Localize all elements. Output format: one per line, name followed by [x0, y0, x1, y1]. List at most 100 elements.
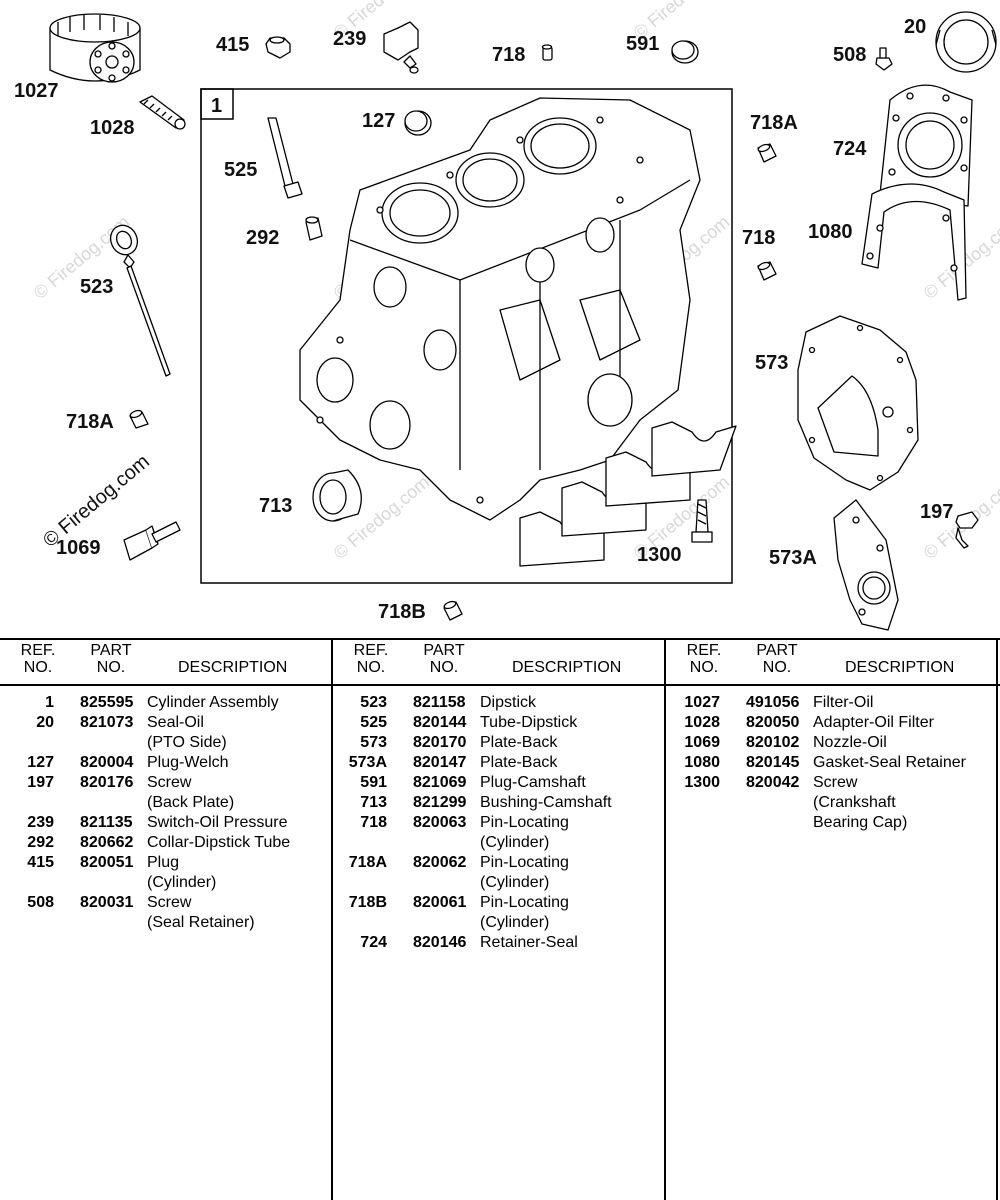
locating-pin-a-drawing — [757, 143, 777, 163]
part-description: (Cylinder) — [147, 874, 217, 891]
part-description: Plate-Back — [480, 754, 558, 771]
part-number: 820146 — [413, 934, 467, 951]
callout-523: 523 — [80, 276, 113, 298]
part-number: 820176 — [80, 774, 134, 791]
table-row: (Cylinder) — [333, 833, 666, 853]
part-description: Pin-Locating — [480, 814, 569, 831]
part-description: Retainer-Seal — [480, 934, 578, 951]
locating-pin-a-drawing — [129, 409, 149, 429]
part-description: Nozzle-Oil — [813, 734, 887, 751]
oil-seal-drawing — [935, 11, 997, 73]
header-text: NO. — [689, 659, 719, 676]
callout-20: 20 — [904, 16, 926, 38]
callout-718a: 718A — [750, 112, 798, 134]
cylinder-block-drawing — [299, 97, 701, 521]
part-description: Screw — [813, 774, 858, 791]
part-description: (Seal Retainer) — [147, 914, 255, 931]
back-plate-a-drawing — [833, 499, 899, 631]
table-row: (Cylinder) — [0, 873, 333, 893]
part-description: Screw — [147, 894, 192, 911]
part-description: Seal-Oil — [147, 714, 204, 731]
camshaft-plug-drawing — [671, 40, 699, 64]
camshaft-bushing-drawing — [312, 469, 362, 522]
header-text: REF. — [20, 642, 56, 659]
part-number: 820050 — [746, 714, 800, 731]
ref-number: 20 — [36, 714, 54, 731]
ref-number: 573 — [360, 734, 387, 751]
ref-number: 1028 — [684, 714, 720, 731]
header-text: PART — [423, 642, 465, 659]
header-ref-no: REF. NO. — [684, 642, 724, 676]
callout-508: 508 — [833, 44, 866, 66]
part-description: Bearing Cap) — [813, 814, 908, 831]
part-number: 820031 — [80, 894, 134, 911]
callout-labels: 1027 1028 415 239 718 591 508 20 1 127 5… — [14, 16, 953, 623]
callout-573a: 573A — [769, 547, 817, 569]
callout-1300: 1300 — [637, 544, 682, 566]
part-description: Plug-Camshaft — [480, 774, 586, 791]
callout-718: 718 — [492, 44, 525, 66]
back-plate-screw-drawing — [955, 511, 979, 549]
ref-number: 573A — [348, 754, 387, 771]
table-row: (Cylinder) — [333, 873, 666, 893]
header-part-no: PART NO. — [86, 642, 136, 676]
ref-number: 1080 — [684, 754, 720, 771]
part-number: 820062 — [413, 854, 467, 871]
table-row: (Cylinder) — [333, 913, 666, 933]
table-row: 591 821069 Plug-Camshaft — [333, 773, 666, 793]
table-header-divider — [0, 684, 1000, 686]
part-number: 820004 — [80, 754, 134, 771]
ref-number: 508 — [27, 894, 54, 911]
callout-1080: 1080 — [808, 221, 853, 243]
cylinder-assembly-frame — [200, 88, 733, 584]
locating-pin-drawing — [757, 261, 777, 281]
bearing-cap-drawing — [519, 421, 737, 567]
assembly-tag-box — [200, 88, 234, 120]
table-row: 724 820146 Retainer-Seal — [333, 933, 666, 953]
callout-127: 127 — [362, 110, 395, 132]
ref-number: 591 — [360, 774, 387, 791]
header-ref-no: REF. NO. — [18, 642, 58, 676]
header-description: DESCRIPTION — [845, 659, 955, 676]
ref-number: 724 — [360, 934, 387, 951]
table-row: 508 820031 Screw — [0, 893, 333, 913]
part-description: Plug — [147, 854, 180, 871]
seal-retainer-screw-drawing — [875, 47, 893, 71]
header-text: NO. — [23, 659, 53, 676]
parts-table: REF. NO. PART NO. DESCRIPTION REF. NO. P… — [0, 638, 1000, 1200]
column-divider — [664, 638, 666, 1200]
ref-number: 1069 — [684, 734, 720, 751]
part-description: (PTO Side) — [147, 734, 227, 751]
part-description: Plate-Back — [480, 734, 558, 751]
part-description: Switch-Oil Pressure — [147, 814, 288, 831]
part-description: Plug-Welch — [147, 754, 229, 771]
ref-number: 1 — [45, 694, 54, 711]
table-row: (Seal Retainer) — [0, 913, 333, 933]
part-number: 820170 — [413, 734, 467, 751]
callout-718: 718 — [742, 227, 775, 249]
table-row: (Back Plate) — [0, 793, 333, 813]
part-description: Pin-Locating — [480, 854, 569, 871]
part-number: 821069 — [413, 774, 467, 791]
ref-number: 713 — [360, 794, 387, 811]
part-number: 820102 — [746, 734, 800, 751]
dipstick-drawing — [109, 224, 171, 377]
ref-number: 525 — [360, 714, 387, 731]
callout-718a: 718A — [66, 411, 114, 433]
header-description: DESCRIPTION — [178, 659, 288, 676]
part-number: 825595 — [80, 694, 134, 711]
locating-pin-b-drawing — [443, 600, 463, 621]
header-text: REF. — [353, 642, 389, 659]
part-number: 821135 — [80, 814, 133, 831]
